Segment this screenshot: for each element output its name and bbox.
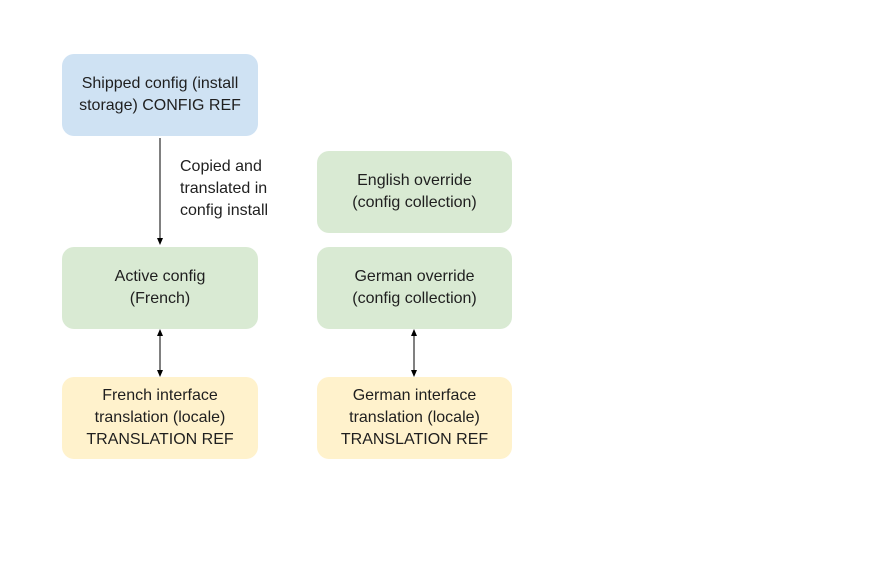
- edge-label-copied-translated: Copied and translated in config install: [180, 158, 269, 219]
- node-german-override: German override (config collection): [317, 247, 512, 329]
- node-active-config: Active config (French): [62, 247, 258, 329]
- node-german-interface-translation: German interface translation (locale) TR…: [317, 377, 512, 459]
- node-french-interface-translation: French interface translation (locale) TR…: [62, 377, 258, 459]
- node-english-override: English override (config collection): [317, 151, 512, 233]
- node-shipped-config: Shipped config (install storage) CONFIG …: [62, 54, 258, 136]
